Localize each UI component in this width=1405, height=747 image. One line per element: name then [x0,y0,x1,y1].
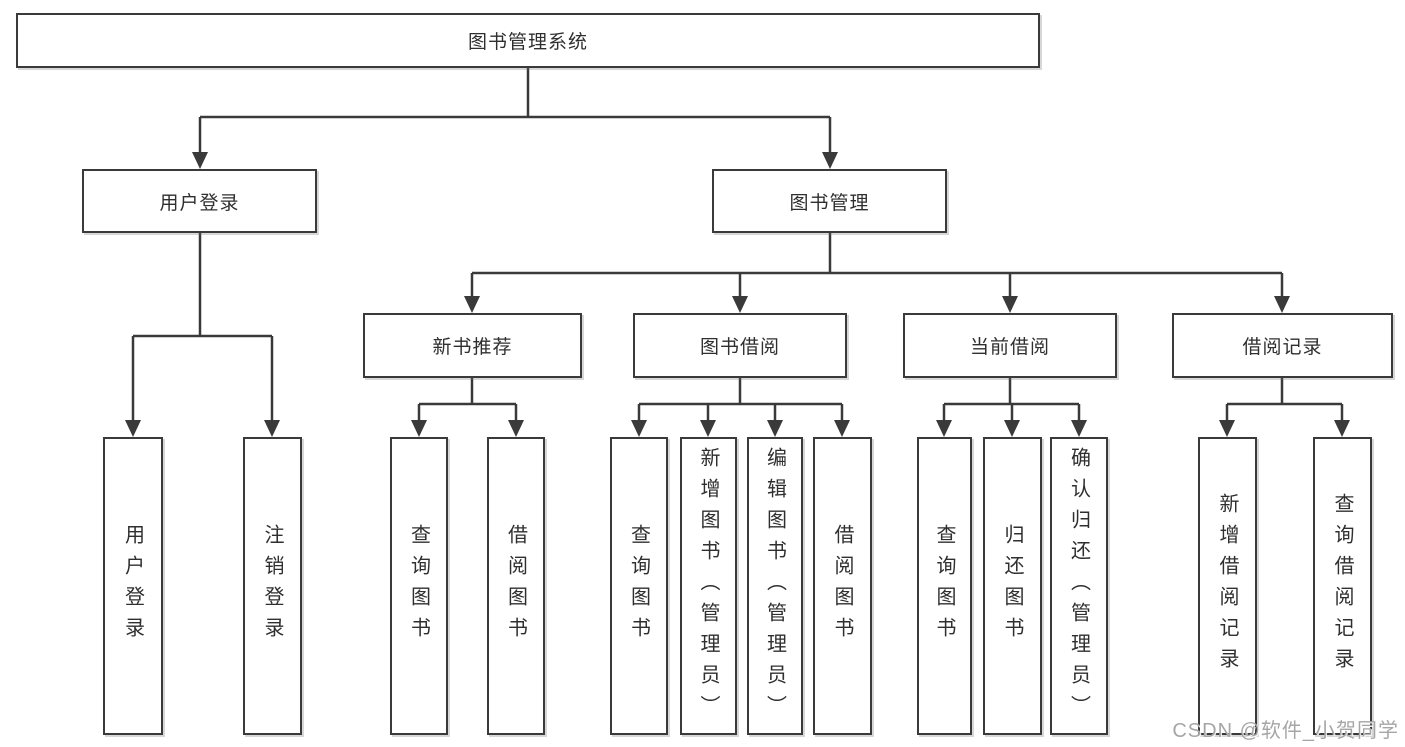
node-root-label: 图书管理系统 [467,32,588,53]
leaf-bb-borrow-books-label: 借阅图书 [831,524,853,648]
leaf-br-add-record: 新增借阅记录 [1198,437,1257,735]
leaf-cb-query-books-label: 查询图书 [933,524,955,648]
leaf-nbr-query-books-label: 查询图书 [407,524,430,648]
node-borrow-records-label: 借阅记录 [1242,337,1323,358]
leaf-bb-edit-books-label: 编辑图书（管理员） [763,446,786,726]
node-book-borrow: 图书借阅 [633,313,847,378]
node-book-management-label: 图书管理 [789,192,870,214]
leaf-bb-add-books-label: 新增图书（管理员） [697,446,719,726]
node-user-login: 用户登录 [82,169,317,233]
leaf-cb-return-books-label: 归还图书 [1001,524,1023,648]
node-user-login-label: 用户登录 [159,192,240,214]
node-root: 图书管理系统 [16,13,1040,68]
leaf-user-login-label: 用户登录 [121,524,144,648]
leaf-br-query-record: 查询借阅记录 [1313,437,1372,735]
leaf-logout: 注销登录 [243,437,302,735]
leaf-nbr-query-books: 查询图书 [390,437,448,735]
node-current-borrow: 当前借阅 [903,313,1117,378]
node-book-borrow-label: 图书借阅 [699,337,780,358]
leaf-bb-query-books: 查询图书 [610,437,668,735]
node-new-book-recommend: 新书推荐 [363,313,582,378]
leaf-cb-return-books: 归还图书 [983,437,1042,735]
csdn-watermark: CSDN @软件_小贺同学 [1172,720,1399,742]
node-borrow-records: 借阅记录 [1172,313,1393,378]
node-book-management: 图书管理 [712,169,947,233]
leaf-br-query-record-label: 查询借阅记录 [1331,493,1353,679]
leaf-cb-confirm-return: 确认归还（管理员） [1050,437,1108,735]
leaf-bb-query-books-label: 查询图书 [627,524,650,648]
leaf-br-add-record-label: 新增借阅记录 [1216,493,1238,679]
leaf-user-login: 用户登录 [103,437,163,735]
leaf-bb-edit-books: 编辑图书（管理员） [747,437,803,735]
leaf-cb-confirm-return-label: 确认归还（管理员） [1067,446,1090,726]
leaf-cb-query-books: 查询图书 [917,437,972,735]
leaf-nbr-borrow-books-label: 借阅图书 [504,524,527,648]
leaf-bb-borrow-books: 借阅图书 [813,437,872,735]
leaf-logout-label: 注销登录 [261,524,283,648]
node-new-book-recommend-label: 新书推荐 [432,337,513,358]
leaf-nbr-borrow-books: 借阅图书 [487,437,545,735]
leaf-bb-add-books: 新增图书（管理员） [680,437,737,735]
node-current-borrow-label: 当前借阅 [969,337,1050,358]
